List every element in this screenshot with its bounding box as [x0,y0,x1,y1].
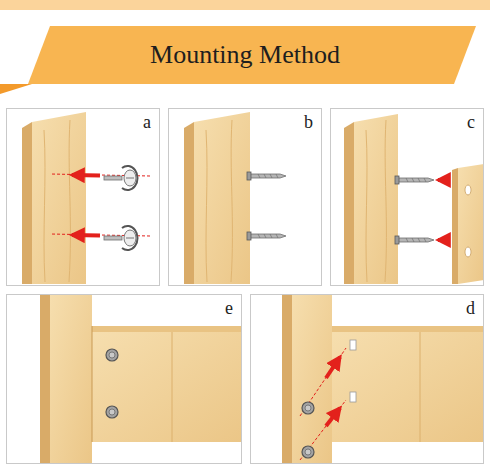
step-panel: a [6,108,160,286]
joint-line [92,326,93,442]
panel-ground [168,108,322,286]
screw [247,172,286,180]
insert-arrow [72,173,100,178]
wood-grain [366,120,386,282]
panel-ground [250,294,484,464]
cam-hole [350,392,356,402]
screw [395,236,434,244]
board-face [354,114,398,284]
cam-fitting [104,226,138,250]
board-edge [344,122,354,284]
board-top [332,326,483,332]
hole [465,185,471,195]
step-c-drawing [344,114,484,284]
step-panel: b [168,108,322,286]
board-edge [452,168,458,284]
step-panel: e [6,294,242,464]
cam-bolt [302,402,314,414]
panel-ground [6,294,242,464]
board-face [50,295,92,463]
mating-board [458,164,484,284]
cam-fitting [104,166,138,190]
screw [395,176,434,184]
step-a-drawing [22,112,150,284]
wood-grain [44,120,70,282]
cam-bolt [106,349,118,361]
board-edge [40,295,50,463]
step-panel: d [250,294,484,464]
board-edge [22,122,32,284]
step-letter: d [251,295,483,318]
insert-arrow [438,238,450,242]
board-edge [184,122,194,284]
cam-bolt [302,446,314,458]
hole [465,247,471,257]
cam-hole [350,340,356,350]
screw [247,232,286,240]
board-top [92,326,241,332]
wood-seam [172,332,173,442]
guide-line [300,348,346,416]
guide-line [300,400,346,460]
step-b-drawing [184,112,286,284]
shelf-board [332,332,483,442]
step-e-drawing [40,295,241,463]
board-face [292,295,332,463]
wood-seam [420,332,421,442]
step-letter: c [331,109,483,132]
wood-grain [206,120,232,282]
insert-arrow [326,357,340,378]
step-panel: c [330,108,484,286]
insert-arrow [326,408,340,426]
top-strip [0,0,490,10]
panel-ground [6,108,160,286]
step-letter: b [169,109,321,132]
banner-tail [0,84,32,94]
banner-title: Mounting Method [0,40,490,70]
board-face [32,112,86,284]
cam-bolt [106,406,118,418]
board-edge [282,295,292,463]
board-face [194,112,250,284]
step-letter: e [7,295,241,318]
insert-arrow [72,233,100,238]
panel-ground [330,108,484,286]
shelf-board [92,332,241,442]
insert-arrow [438,178,450,182]
step-d-drawing [282,295,483,463]
step-letter: a [7,109,159,132]
